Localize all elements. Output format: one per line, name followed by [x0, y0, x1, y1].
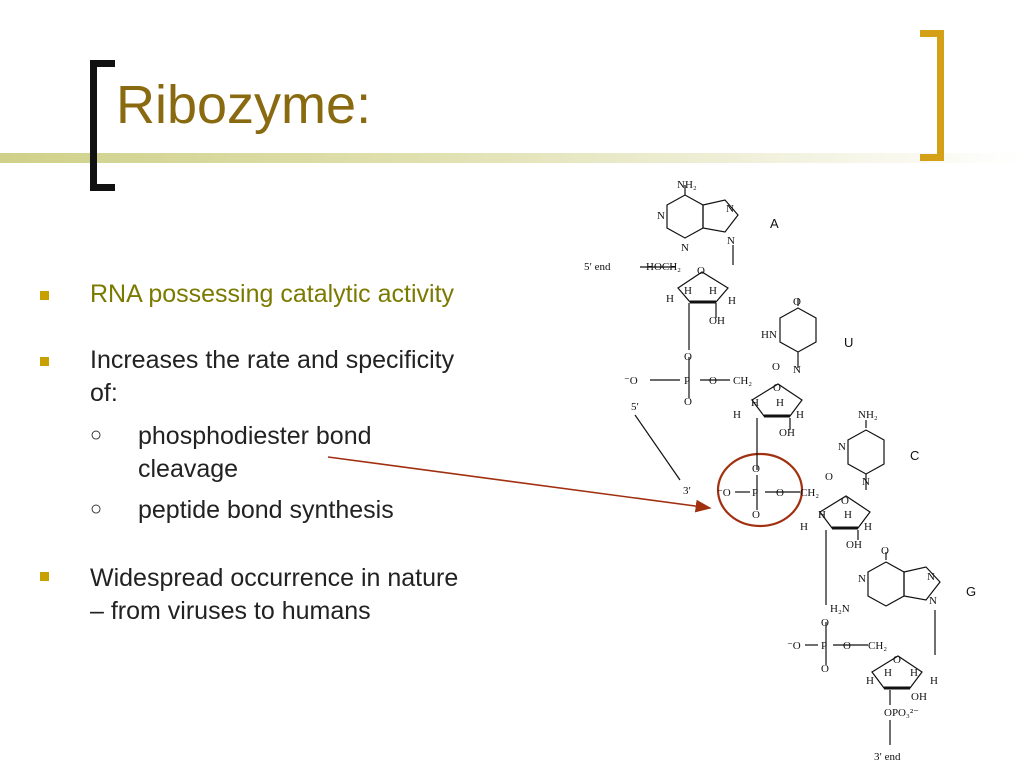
atom-o: O: [841, 495, 849, 507]
atom-p: P: [684, 375, 690, 387]
atom-h: H: [776, 397, 784, 409]
atom-h: H: [796, 409, 804, 421]
bond-label-three-prime: 3′: [683, 485, 691, 497]
atom-o: O: [684, 351, 692, 363]
group-o-minus: ⁻O: [717, 487, 731, 499]
group-oh: OH: [911, 691, 927, 703]
atom-h: H: [864, 521, 872, 533]
atom-p: P: [752, 487, 758, 499]
atom-o: O: [752, 463, 760, 475]
atom-h: H: [818, 509, 826, 521]
group-hoch2: HOCH₂: [646, 261, 681, 273]
group-oh: OH: [846, 539, 862, 551]
base-label-u: U: [844, 335, 853, 350]
atom-h: H: [884, 667, 892, 679]
bullet-text-continued: – from viruses to humans: [90, 597, 371, 625]
bullet-text-continued: of:: [90, 379, 118, 407]
group-h2n: H₂N: [830, 603, 850, 615]
atom-n: N: [927, 571, 935, 583]
group-ch2: CH₂: [800, 487, 819, 499]
bullet-marker: [40, 357, 49, 366]
atom-o: O: [793, 296, 801, 308]
atom-o: O: [825, 471, 833, 483]
atom-n: N: [858, 573, 866, 585]
atom-n: N: [929, 595, 937, 607]
base-label-g: G: [966, 584, 976, 599]
atom-h: H: [733, 409, 741, 421]
atom-h: H: [684, 285, 692, 297]
atom-o: O: [772, 361, 780, 373]
group-hn: HN: [761, 329, 777, 341]
atom-n: N: [862, 476, 870, 488]
group-o-minus: ⁻O: [787, 640, 801, 652]
group-opo3: OPO₃²⁻: [884, 707, 919, 719]
atom-h: H: [844, 509, 852, 521]
group-o-minus: ⁻O: [624, 375, 638, 387]
atom-o: O: [821, 617, 829, 629]
group-ch2: CH₂: [868, 640, 887, 652]
atom-h: H: [728, 295, 736, 307]
bullet-text: Widespread occurrence in nature: [90, 564, 459, 592]
base-label-a: A: [770, 216, 779, 231]
atom-h: H: [800, 521, 808, 533]
atom-n: N: [726, 203, 734, 215]
atom-h: H: [866, 675, 874, 687]
atom-h: H: [751, 397, 759, 409]
atom-o: O: [709, 375, 717, 387]
atom-n: N: [657, 210, 665, 222]
atom-o: O: [821, 663, 829, 675]
sub-bullet-marker: ○: [90, 424, 103, 446]
sub-bullet-text: phosphodiester bond: [138, 422, 372, 450]
bullet-text: Increases the rate and specificity: [90, 346, 455, 374]
three-prime-end-label: 3′ end: [874, 751, 901, 763]
bullet-marker: [40, 572, 49, 581]
title-underline-bar: [0, 153, 1024, 163]
five-prime-end-label: 5′ end: [584, 261, 611, 273]
bullet-text: RNA possessing catalytic activity: [90, 280, 455, 308]
left-bracket-decoration: [90, 60, 115, 191]
group-oh: OH: [779, 427, 795, 439]
atom-n: N: [838, 441, 846, 453]
atom-o: O: [843, 640, 851, 652]
atom-o: O: [776, 487, 784, 499]
sub-bullet-text-continued: cleavage: [138, 455, 239, 483]
atom-o: O: [893, 654, 901, 666]
bond-label-five-prime: 5′: [631, 401, 639, 413]
group-nh2: NH₂: [677, 179, 697, 191]
atom-o: O: [773, 382, 781, 394]
atom-n: N: [727, 235, 735, 247]
group-ch2: CH₂: [733, 375, 752, 387]
slide-title: Ribozyme:: [116, 75, 372, 135]
base-label-c: C: [910, 448, 919, 463]
rna-structure-diagram: NH₂ N N N N 5′ end HOCH₂ O H H H H OH O …: [584, 179, 976, 763]
bullet-marker: [40, 291, 49, 300]
atom-o: O: [881, 545, 889, 557]
atom-h: H: [910, 667, 918, 679]
sub-bullet-text: peptide bond synthesis: [138, 496, 394, 524]
atom-o: O: [697, 265, 705, 277]
group-oh: OH: [709, 315, 725, 327]
atom-n: N: [793, 364, 801, 376]
right-bracket-decoration: [920, 30, 944, 161]
sub-bullet-marker: ○: [90, 498, 103, 520]
atom-h: H: [709, 285, 717, 297]
group-nh2: NH₂: [858, 409, 878, 421]
atom-o: O: [752, 509, 760, 521]
atom-h: H: [930, 675, 938, 687]
atom-p: P: [821, 640, 827, 652]
atom-h: H: [666, 293, 674, 305]
atom-o: O: [684, 396, 692, 408]
atom-n: N: [681, 242, 689, 254]
